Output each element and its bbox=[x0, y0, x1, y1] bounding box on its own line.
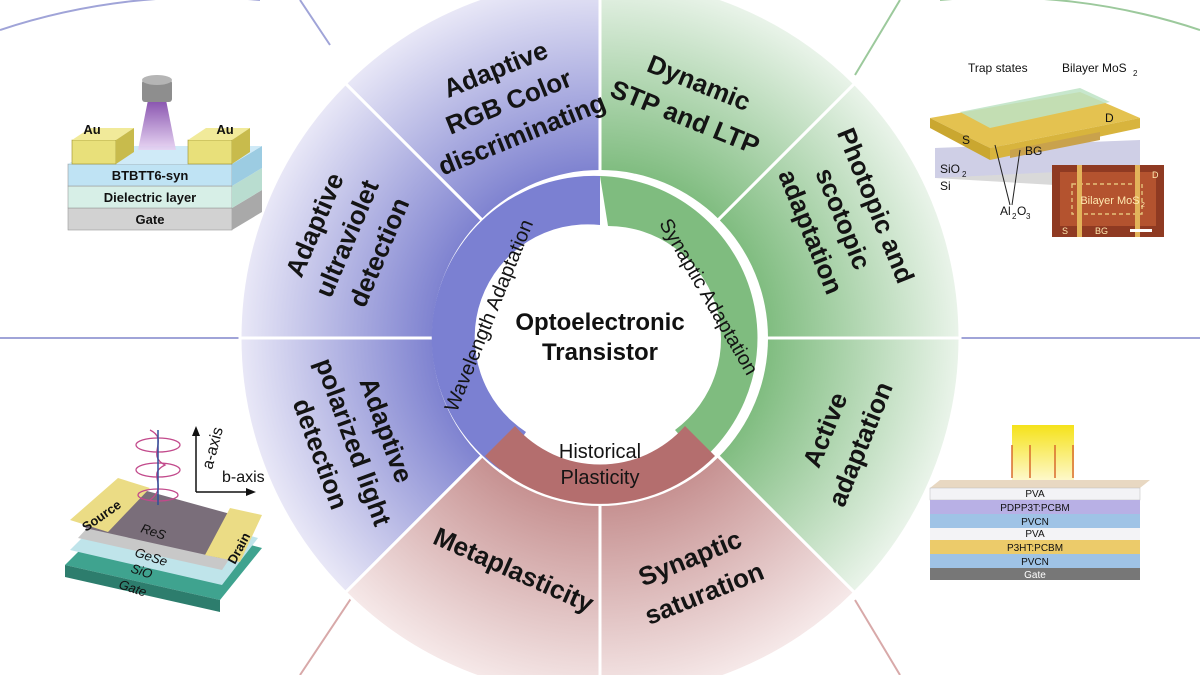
mos2-inset-sub: 2 bbox=[1141, 202, 1145, 209]
btbtt6-layer-semiconductor: BTBTT6-syn bbox=[112, 168, 189, 183]
inner-ring bbox=[431, 175, 758, 504]
label-historical-1: Historical bbox=[559, 441, 641, 463]
organic-layer-pvcn-1: PVCN bbox=[1021, 517, 1049, 528]
btbtt6-layer-dielectric: Dielectric layer bbox=[104, 190, 197, 205]
organic-layer-pva-1: PVA bbox=[1025, 489, 1045, 500]
organic-layer-p3ht: P3HT:PCBM bbox=[1007, 543, 1063, 554]
mos2-inset-s: S bbox=[1062, 226, 1068, 236]
device-res2: a-axis b-axis Source Drain ReS GeSe SiO … bbox=[65, 425, 265, 612]
mos2-source: S bbox=[962, 133, 970, 147]
mos2-inset-label: Bilayer MoS bbox=[1080, 195, 1139, 207]
inner-wavelength-arc bbox=[431, 175, 600, 470]
organic-layer-pvcn-2: PVCN bbox=[1021, 557, 1049, 568]
res2-a-axis-label: a-axis bbox=[199, 425, 226, 471]
mos2-al2o3-sub-2: 2 bbox=[1012, 212, 1017, 221]
organic-layer-pva-2: PVA bbox=[1025, 529, 1045, 540]
diag-divider-tr bbox=[854, 0, 901, 76]
center-disc bbox=[495, 233, 705, 443]
mos2-al2o3-sub-3: 3 bbox=[1026, 212, 1031, 221]
mos2-drain: D bbox=[1105, 111, 1114, 125]
mos2-inset-d: D bbox=[1152, 170, 1159, 180]
mos2-trap-label: Trap states bbox=[968, 61, 1028, 75]
device-mos2: Trap states Bilayer MoS 2 S D BG SiO 2 S… bbox=[930, 61, 1164, 237]
diag-divider-tl bbox=[299, 0, 331, 46]
center-line2: Transistor bbox=[542, 339, 658, 366]
btbtt6-au-right: Au bbox=[216, 122, 233, 137]
btbtt6-layer-gate: Gate bbox=[136, 212, 165, 227]
light-arrows bbox=[1011, 445, 1074, 478]
diag-divider-bl bbox=[299, 584, 361, 676]
mos2-bg: BG bbox=[1025, 144, 1042, 158]
outer-arc-tl bbox=[0, 0, 260, 31]
device-organic: PVA PDPP3T:PCBM PVCN PVA P3HT:PCBM PVCN … bbox=[929, 425, 1150, 581]
outer-arc-tr bbox=[940, 0, 1200, 31]
btbtt6-au-left: Au bbox=[83, 122, 100, 137]
mos2-bilayer-label: Bilayer MoS bbox=[1062, 61, 1127, 75]
inner-synaptic-arc bbox=[600, 176, 758, 460]
mos2-si: Si bbox=[940, 179, 951, 193]
label-historical-2: Plasticity bbox=[561, 467, 640, 489]
res2-sio2: SiO bbox=[129, 561, 154, 582]
inner-historical-arc bbox=[485, 426, 715, 504]
res2-b-axis-label: b-axis bbox=[222, 469, 265, 486]
mos2-al2o3-o: O bbox=[1017, 204, 1026, 218]
mos2-sio2: SiO bbox=[940, 162, 960, 176]
diag-divider-br bbox=[854, 599, 901, 676]
device-btbtt6: Au Au BTBTT6-syn Dielectric layer Gate bbox=[67, 75, 262, 231]
light-source bbox=[1012, 425, 1074, 487]
mos2-inset-bg: BG bbox=[1095, 226, 1108, 236]
center-line1: Optoelectronic bbox=[515, 309, 684, 336]
mos2-bilayer-sub: 2 bbox=[1133, 69, 1138, 78]
mos2-sio2-sub: 2 bbox=[962, 170, 967, 179]
mos2-al2o3: Al bbox=[1000, 204, 1011, 218]
mos2-inset-photo: Bilayer MoS 2 D S BG bbox=[1052, 165, 1164, 237]
organic-layer-pdpp3t: PDPP3T:PCBM bbox=[1000, 503, 1069, 514]
organic-layer-gate: Gate bbox=[1024, 570, 1046, 581]
